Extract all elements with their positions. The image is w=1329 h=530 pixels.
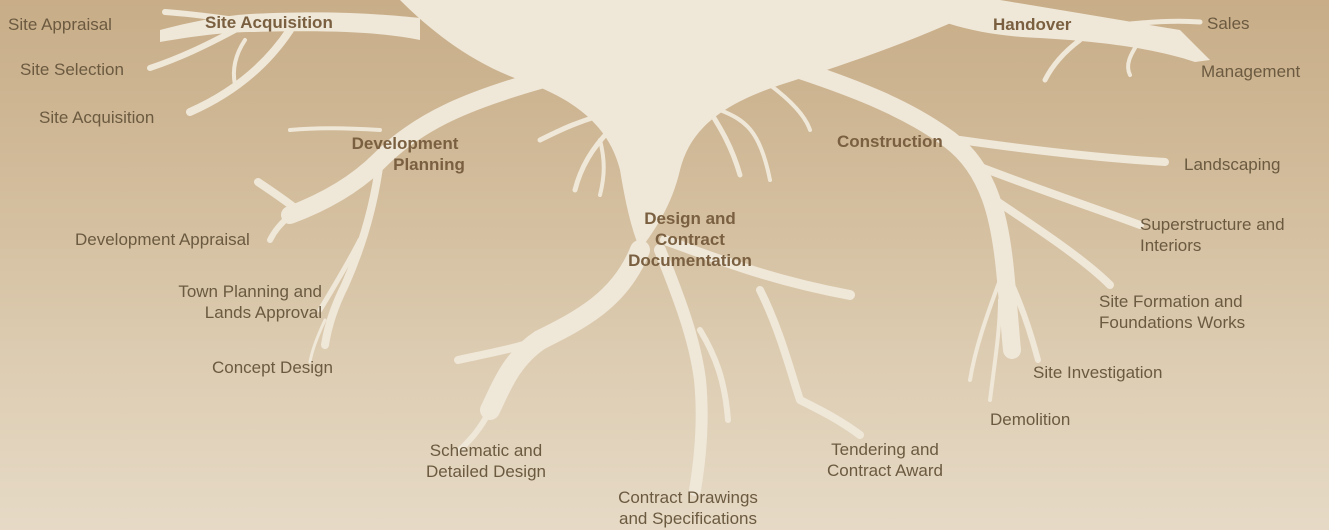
label-tendering-line1: Tendering and: [831, 440, 939, 459]
label-site-selection: Site Selection: [20, 60, 124, 79]
label-development-appraisal: Development Appraisal: [75, 230, 250, 249]
root-design: [480, 240, 650, 420]
label-contract-drawings: Contract Drawings and Specifications: [588, 487, 788, 529]
label-schematic-line1: Schematic and: [429, 441, 543, 460]
label-site-formation-line2: Foundations Works: [1099, 313, 1246, 332]
stage-development-planning-line2: Planning: [393, 155, 465, 174]
root-handover: [900, 0, 1210, 62]
label-tendering: Tendering and Contract Award: [800, 439, 970, 481]
stage-design-line1: Design and: [644, 209, 736, 228]
label-demolition: Demolition: [990, 410, 1071, 429]
label-sales: Sales: [1207, 14, 1250, 33]
label-contract-drawings-line1: Contract Drawings: [618, 488, 758, 507]
label-site-investigation: Site Investigation: [1033, 363, 1163, 382]
stage-design-contract-documentation: Design and Contract Documentation: [610, 208, 770, 271]
label-concept-design: Concept Design: [212, 358, 333, 377]
stage-construction: Construction: [837, 132, 943, 151]
label-schematic-design: Schematic and Detailed Design: [400, 440, 572, 482]
label-town-planning-line2: Lands Approval: [204, 303, 322, 322]
stage-design-line2: Contract: [655, 230, 725, 249]
label-contract-drawings-line2: and Specifications: [619, 509, 757, 528]
root-site-acquisition-sub: [186, 26, 294, 116]
stage-site-acquisition: Site Acquisition: [205, 13, 333, 32]
root-site-appraisal: [162, 9, 253, 25]
root-site-selection: [147, 27, 238, 71]
root-trunk: [400, 0, 1000, 250]
label-landscaping: Landscaping: [1184, 155, 1281, 174]
label-town-planning: Town Planning and Lands Approval: [120, 281, 322, 323]
label-site-appraisal: Site Appraisal: [8, 15, 112, 34]
label-superstructure-line1: Superstructure and: [1140, 215, 1285, 234]
label-management: Management: [1201, 62, 1301, 81]
stage-handover: Handover: [993, 15, 1072, 34]
label-town-planning-line1: Town Planning and: [178, 282, 322, 301]
label-site-formation: Site Formation and Foundations Works: [1099, 291, 1245, 333]
label-site-formation-line1: Site Formation and: [1099, 292, 1243, 311]
stage-development-planning-line1: Development: [351, 134, 459, 153]
root-development-planning: [281, 71, 549, 224]
label-schematic-line2: Detailed Design: [425, 462, 546, 481]
stage-development-planning: Development Planning: [330, 133, 480, 175]
label-superstructure-line2: Interiors: [1140, 236, 1202, 255]
label-site-acquisition: Site Acquisition: [39, 108, 155, 127]
label-tendering-line2: Contract Award: [827, 461, 943, 480]
label-superstructure: Superstructure and Interiors: [1140, 214, 1285, 256]
stage-design-line3: Documentation: [628, 251, 752, 270]
root-construction: [791, 61, 1021, 359]
